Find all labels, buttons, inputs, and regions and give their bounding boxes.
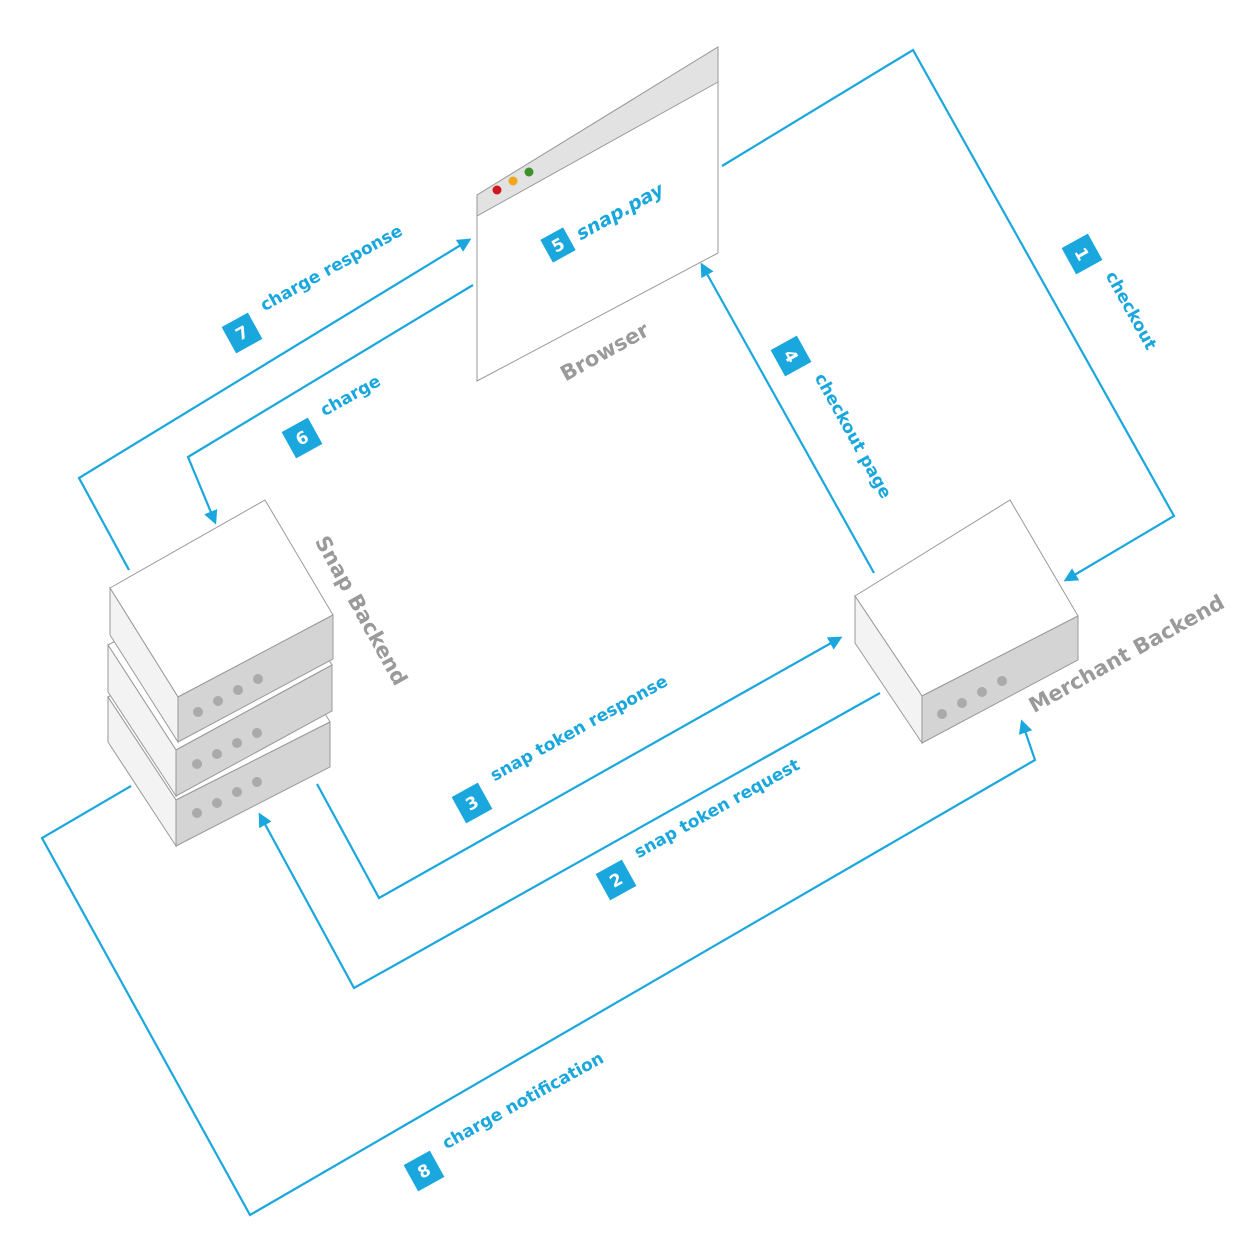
close-dot-icon [492,185,502,195]
step-8-label: charge notification [439,1048,607,1153]
flow-line-snap-token-request [258,692,881,990]
flow-line-charge [186,284,474,525]
flow-line-charge-response [77,238,472,571]
step-7-label: charge response [257,221,406,316]
step-6: 6 charge [281,371,384,459]
flow-line-checkout [721,48,1176,582]
flow-line-charge-notification [40,719,1037,1217]
flow-line-checkout-page [700,262,875,574]
step-3-badge [451,782,493,824]
step-2-label: snap token request [631,755,803,863]
step-5-badge [540,227,576,263]
minimize-dot-icon [508,176,518,186]
flow-line-snap-token-response [316,636,843,900]
snap-backend-server-stack: Snap Backend [107,499,412,848]
step-8-badge [403,1150,445,1192]
browser-title-bar [476,46,719,217]
step-8: 8 charge notification [403,1048,607,1192]
step-6-label: charge [317,371,384,420]
step-4-badge [770,335,812,377]
browser-window: 5 snap.pay Browser [476,46,719,386]
step-2-badge [595,859,637,901]
step-6-badge [281,417,323,459]
maximize-dot-icon [524,167,534,177]
step-1-badge [1061,233,1103,275]
step-3-label: snap token response [487,672,671,786]
snap-backend-unit-1 [109,499,334,744]
step-1-label: checkout [1101,268,1160,353]
step-7-badge [221,312,263,354]
merchant-backend-server: Merchant Backend [854,499,1228,745]
step-2: 2 snap token request [595,755,803,901]
